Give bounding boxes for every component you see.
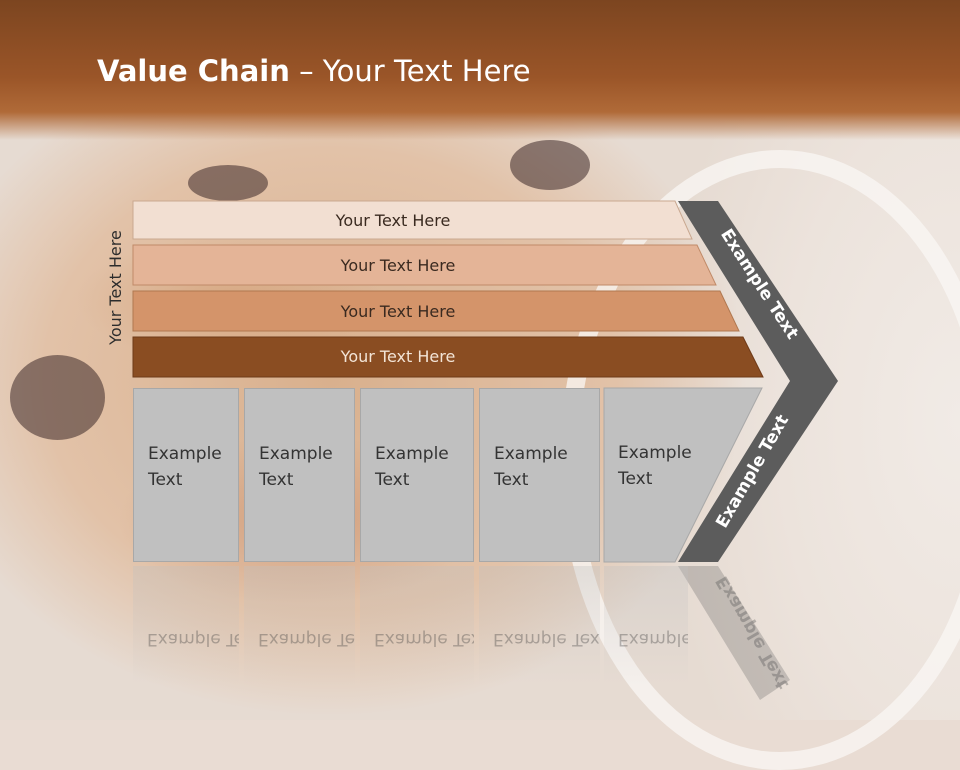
box-5-label: Example Text xyxy=(618,443,692,489)
box-4-label: Example Text xyxy=(494,444,568,490)
header-band xyxy=(0,0,960,140)
slide-title: Value Chain – Your Text Here xyxy=(97,54,531,88)
box-2-label: Example Text xyxy=(259,444,333,490)
olive-decoration xyxy=(188,165,268,201)
example-box-3: Example Text xyxy=(360,388,474,562)
box-reflection: Example Text xyxy=(360,566,474,686)
example-box-4: Example Text xyxy=(479,388,600,562)
box-4-reflection-label: Example Text xyxy=(493,629,600,649)
olive-decoration xyxy=(10,355,105,440)
row-shape xyxy=(132,200,693,240)
chevron-arrow xyxy=(678,201,838,562)
box-shape-last xyxy=(603,387,763,563)
value-chain-diagram: Example Text Example Text Example Text xyxy=(132,200,838,700)
box-reflection: Example Text xyxy=(133,566,239,686)
box-2-reflection-label: Example Text xyxy=(258,629,355,649)
row-4: Your Text Here xyxy=(133,337,703,375)
row-1: Your Text Here xyxy=(133,201,693,239)
row-3-label: Your Text Here xyxy=(340,301,456,321)
row-shape xyxy=(132,244,717,286)
example-box-1: Example Text xyxy=(133,388,239,562)
olive-decoration xyxy=(510,140,590,190)
box-3-label: Example Text xyxy=(375,444,449,490)
title-rest: – Your Text Here xyxy=(289,54,531,88)
row-4-label: Your Text Here xyxy=(340,346,456,366)
box-reflection: Example Text xyxy=(479,566,600,686)
box-3-reflection-label: Example Text xyxy=(374,629,474,649)
row-3: Your Text Here xyxy=(133,292,703,330)
box-reflection: Example Text xyxy=(604,566,688,686)
row-2-label: Your Text Here xyxy=(340,255,456,275)
box-5-reflection-label: Example Text xyxy=(618,629,688,649)
row-shape xyxy=(132,290,740,332)
box-1-reflection-label: Example Text xyxy=(147,629,239,649)
example-box-5: Example Text xyxy=(604,388,692,562)
title-bold: Value Chain xyxy=(97,54,290,88)
box-reflection: Example Text xyxy=(244,566,355,686)
box-1-label: Example Text xyxy=(148,444,222,490)
chevron-reflection xyxy=(678,566,790,700)
example-box-2: Example Text xyxy=(244,388,355,562)
row-2: Your Text Here xyxy=(133,246,703,284)
row-1-label: Your Text Here xyxy=(335,210,451,230)
row-shape xyxy=(132,336,764,378)
